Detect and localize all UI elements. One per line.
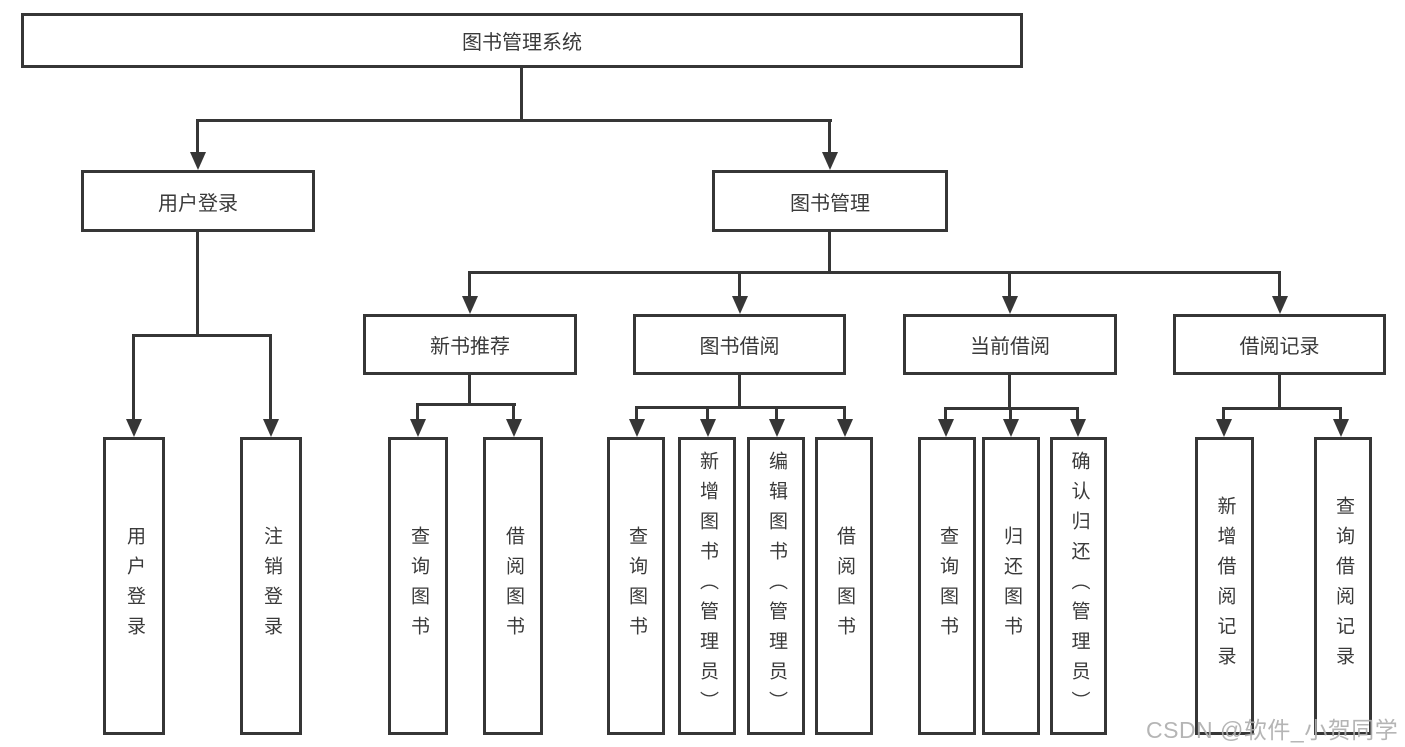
arrow-down-icon [700,419,716,437]
leaf-add-borrow-record: 新增借阅记录 [1195,437,1254,735]
connector-line [416,403,516,406]
arrow-down-icon [1333,419,1349,437]
node-label: 借阅图书 [833,526,855,646]
arrow-down-icon [837,419,853,437]
leaf-query-books-current: 查询图书 [918,437,976,735]
csdn-watermark: CSDN @软件_小贺同学 [1146,717,1399,743]
node-label: 确认归还（管理员） [1068,451,1090,721]
connector-line [775,406,778,423]
connector-line [1076,407,1079,423]
arrow-down-icon [462,296,478,314]
connector-line [132,334,135,422]
leaf-edit-book-admin: 编辑图书（管理员） [747,437,805,735]
connector-line [468,375,471,406]
node-label: 查询图书 [936,526,958,646]
arrow-down-icon [1272,296,1288,314]
connector-line [520,66,523,121]
connector-line [1008,375,1011,410]
connector-line [1222,407,1342,410]
connector-line [1278,271,1281,299]
leaf-logout: 注销登录 [240,437,302,735]
connector-line [132,334,272,337]
leaf-confirm-return-admin: 确认归还（管理员） [1050,437,1107,735]
connector-line [1009,407,1012,423]
arrow-down-icon [822,152,838,170]
connector-line [635,406,638,423]
connector-line [738,375,741,409]
arrow-down-icon [732,296,748,314]
node-label: 新增图书（管理员） [696,451,718,721]
node-label: 借阅记录 [1239,336,1320,358]
node-label: 归还图书 [1000,526,1022,646]
leaf-add-book-admin: 新增图书（管理员） [678,437,736,735]
connector-line [196,232,199,336]
connector-line [738,271,741,299]
node-book-borrow: 图书借阅 [633,314,846,375]
leaf-user-login: 用户登录 [103,437,165,735]
node-book-management: 图书管理 [712,170,948,232]
node-label: 图书管理系统 [462,32,582,54]
connector-line [1339,407,1342,423]
node-library-system: 图书管理系统 [21,13,1023,68]
arrow-down-icon [769,419,785,437]
node-label: 用户登录 [123,526,145,646]
node-label: 新书推荐 [430,336,510,358]
connector-line [196,119,199,157]
connector-line [196,119,832,122]
leaf-borrow-books-recommend: 借阅图书 [483,437,543,735]
arrow-down-icon [410,419,426,437]
node-label: 注销登录 [260,526,282,646]
node-label: 查询图书 [407,526,429,646]
node-label: 借阅图书 [502,526,524,646]
leaf-borrow-books: 借阅图书 [815,437,873,735]
leaf-query-books-borrow: 查询图书 [607,437,665,735]
connector-line [1222,407,1225,423]
connector-line [828,119,831,157]
leaf-query-borrow-record: 查询借阅记录 [1314,437,1372,735]
connector-line [843,406,846,423]
node-label: 当前借阅 [970,336,1050,358]
arrow-down-icon [1216,419,1232,437]
arrow-down-icon [1002,296,1018,314]
node-label: 图书借阅 [699,336,780,358]
node-label: 新增借阅记录 [1214,496,1236,676]
arrow-down-icon [1070,419,1086,437]
leaf-query-books-recommend: 查询图书 [388,437,448,735]
node-current-borrow: 当前借阅 [903,314,1117,375]
node-label: 用户登录 [158,192,238,215]
arrow-down-icon [629,419,645,437]
node-label: 图书管理 [790,192,870,215]
node-new-book-recommend: 新书推荐 [363,314,577,375]
leaf-return-book: 归还图书 [982,437,1040,735]
node-borrow-records: 借阅记录 [1173,314,1386,375]
arrow-down-icon [190,152,206,170]
node-label: 编辑图书（管理员） [765,451,787,721]
arrow-down-icon [1003,419,1019,437]
node-label: 查询借阅记录 [1332,496,1354,676]
node-user-login: 用户登录 [81,170,315,232]
connector-line [512,403,515,423]
connector-line [706,406,709,423]
arrow-down-icon [126,419,142,437]
connector-line [269,334,272,422]
arrow-down-icon [506,419,522,437]
connector-line [1008,271,1011,299]
connector-line [635,406,846,409]
connector-line [468,271,1281,274]
arrow-down-icon [263,419,279,437]
connector-line [1278,375,1281,410]
connector-line [416,403,419,423]
connector-line [468,271,471,299]
connector-line [828,232,831,274]
connector-line [944,407,947,423]
node-label: 查询图书 [625,526,647,646]
arrow-down-icon [938,419,954,437]
